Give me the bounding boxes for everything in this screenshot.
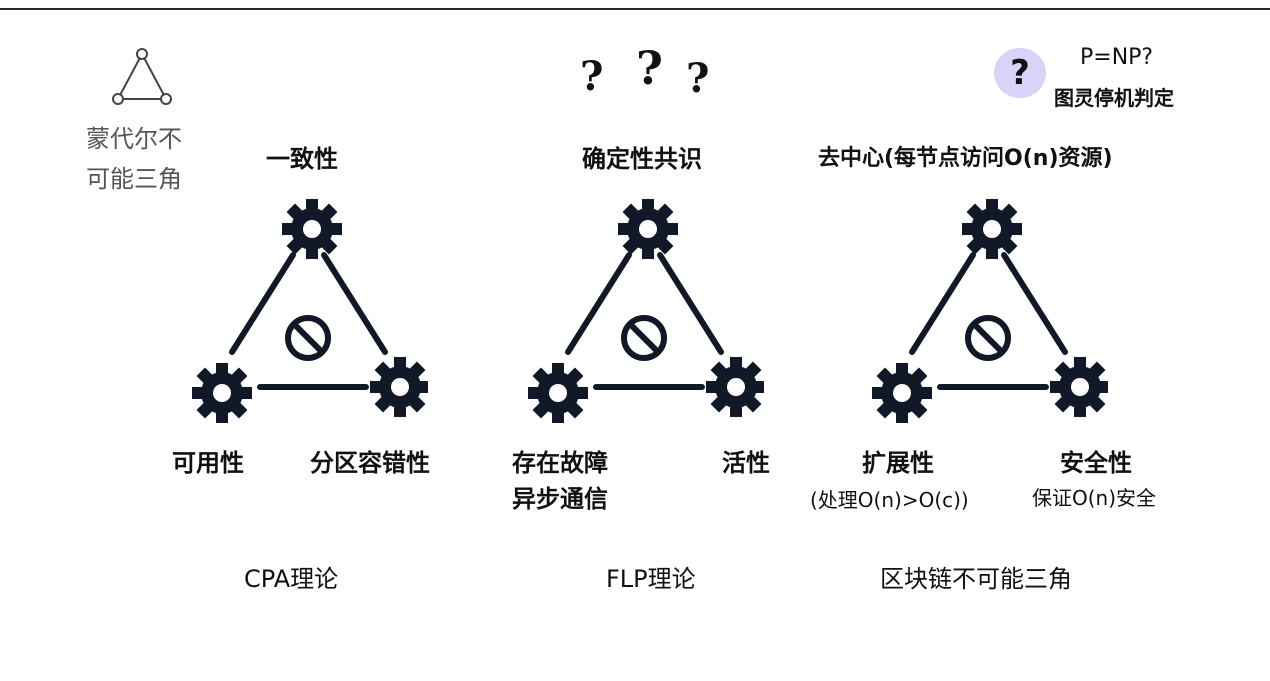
- question-mark-icon: ?: [686, 55, 710, 102]
- gear-icon: [1050, 357, 1108, 417]
- flp-triangle-diagram: [528, 199, 764, 423]
- cpa-right-label: 分区容错性: [310, 449, 430, 477]
- cpa-title: CPA理论: [244, 565, 339, 593]
- blockchain-left-sublabel: (处理O(n)>O(c)): [810, 488, 969, 512]
- gear-icon: [370, 357, 428, 417]
- gear-icon: [282, 199, 342, 259]
- flp-right-label: 活性: [722, 449, 770, 477]
- cpa-top-label: 一致性: [266, 145, 338, 173]
- flp-top-label: 确定性共识: [582, 145, 702, 173]
- prohibited-icon: [621, 315, 667, 361]
- cpa-left-label: 可用性: [172, 449, 244, 477]
- turing-label: 图灵停机判定: [1054, 86, 1174, 110]
- gear-icon: [192, 363, 252, 423]
- gear-icon: [962, 199, 1022, 259]
- blockchain-title: 区块链不可能三角: [880, 565, 1072, 593]
- blockchain-left-label: 扩展性: [862, 449, 934, 477]
- blockchain-right-label: 安全性: [1060, 449, 1132, 477]
- gear-icon: [618, 199, 678, 259]
- flp-left-label-line1: 存在故障: [512, 449, 608, 477]
- mundell-label-line1: 蒙代尔不: [86, 125, 182, 153]
- gear-icon: [528, 363, 588, 423]
- triangle-network-icon: [112, 48, 172, 105]
- blockchain-top-label: 去中心(每节点访问O(n)资源): [818, 146, 1113, 171]
- top-divider: [0, 8, 1270, 10]
- blockchain-right-sublabel: 保证O(n)安全: [1032, 486, 1157, 510]
- gear-icon: [706, 357, 764, 417]
- flp-left-label-line2: 异步通信: [512, 485, 608, 513]
- blockchain-triangle-diagram: [872, 199, 1108, 423]
- gear-icon: [872, 363, 932, 423]
- question-mark-icon: ?: [580, 53, 604, 100]
- mundell-label-line2: 可能三角: [86, 165, 182, 193]
- flp-title: FLP理论: [606, 565, 696, 593]
- question-badge-icon: ?: [994, 48, 1046, 98]
- question-mark-icon: ?: [636, 41, 663, 95]
- pnp-label: P=NP?: [1080, 45, 1154, 70]
- cpa-triangle-diagram: [192, 199, 428, 423]
- prohibited-icon: [285, 315, 331, 361]
- prohibited-icon: [965, 315, 1011, 361]
